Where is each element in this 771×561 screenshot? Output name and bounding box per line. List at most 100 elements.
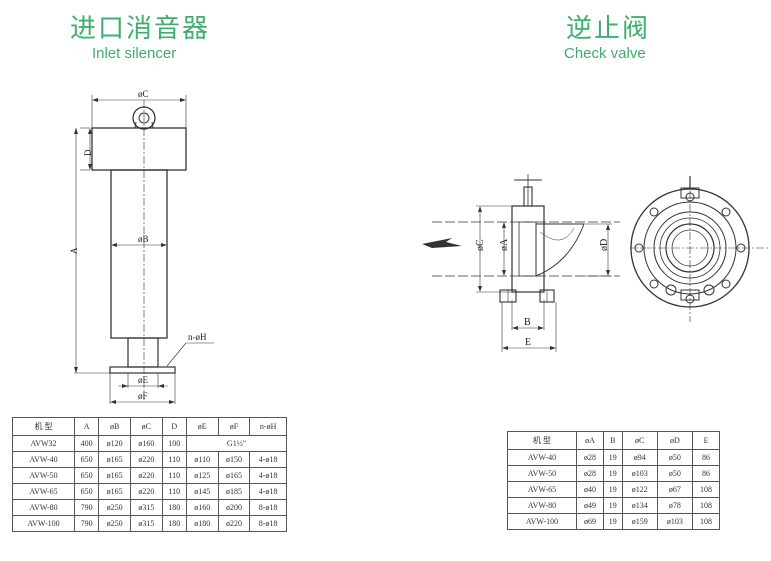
table-cell: ø134 [621, 497, 658, 514]
inlet-title-en: Inlet silencer [92, 45, 177, 62]
header-cell: n-øH [249, 417, 287, 436]
inlet-title-cn: 进口消音器 [70, 14, 211, 44]
table-header-row: 机 型 A øB øC D øE øF n-øH [11, 417, 287, 436]
table-cell: 4-ø18 [249, 451, 287, 468]
table-cell: ø160 [185, 499, 219, 516]
table-cell: ø165 [98, 451, 131, 468]
table-cell: 100 [161, 435, 187, 452]
table-cell: AVW-100 [11, 515, 76, 532]
table-cell: 790 [74, 515, 100, 532]
table-row: AVW32 400 ø120 ø160 100 G1½" [11, 435, 288, 452]
table-cell: ø103 [621, 465, 658, 482]
table-cell: ø145 [185, 483, 219, 500]
table-cell: 86 [692, 449, 720, 466]
table-cell: ø315 [129, 499, 163, 516]
check-dim-phiD: øD [599, 239, 610, 251]
table-cell: 650 [74, 451, 100, 468]
table-cell: ø49 [576, 497, 604, 514]
inlet-silencer-drawing [74, 95, 214, 404]
header-cell: 机 型 [507, 431, 577, 450]
check-dim-phiA: øA [499, 238, 510, 251]
table-cell: ø28 [576, 465, 604, 482]
inlet-dim-phiF: øF [138, 391, 148, 401]
table-cell: 8-ø18 [249, 515, 287, 532]
table-cell: ø220 [129, 451, 163, 468]
check-dim-E: E [525, 337, 531, 348]
table-cell: ø67 [656, 481, 694, 498]
table-cell: ø160 [129, 435, 163, 452]
table-cell: ø200 [217, 499, 251, 516]
table-cell: ø125 [185, 467, 219, 484]
check-dim-phiC: øC [475, 239, 486, 251]
table-cell: AVW-40 [507, 449, 577, 466]
table-cell: ø110 [185, 451, 219, 468]
table-cell: ø50 [656, 449, 694, 466]
table-cell: 4-ø18 [249, 467, 287, 484]
table-row: AVW-50 650 ø165 ø220 110 ø125 ø165 4-ø18 [11, 467, 287, 484]
header-cell: øE [185, 417, 219, 436]
header-cell: D [161, 417, 187, 436]
inlet-dim-phiE: øE [138, 375, 149, 385]
table-cell: 110 [161, 483, 187, 500]
table-cell: 790 [74, 499, 100, 516]
header-cell: øD [656, 431, 694, 450]
check-spec-table: 机 型 øA B øC øD E AVW-40 ø28 19 ø94 ø50 8… [507, 431, 720, 530]
table-row: AVW-50 ø28 19 ø103 ø50 86 [507, 465, 720, 482]
table-cell: 8-ø18 [249, 499, 287, 516]
table-cell: ø78 [656, 497, 694, 514]
table-cell: ø165 [98, 483, 131, 500]
table-row: AVW-65 ø40 19 ø122 ø67 108 [507, 481, 720, 498]
table-cell: ø220 [129, 467, 163, 484]
inlet-dim-A: A [69, 247, 79, 254]
inlet-spec-table: 机 型 A øB øC D øE øF n-øH AVW32 400 ø120 … [11, 417, 288, 532]
header-cell: E [692, 431, 720, 450]
table-cell: 108 [692, 481, 720, 498]
table-cell: 19 [602, 465, 623, 482]
check-title-en: Check valve [564, 45, 646, 62]
check-valve-front-drawing [630, 176, 770, 322]
table-cell: 4-ø18 [249, 483, 287, 500]
table-cell: ø159 [621, 513, 658, 530]
table-row: AVW-65 650 ø165 ø220 110 ø145 ø185 4-ø18 [11, 483, 287, 500]
table-cell: ø50 [656, 465, 694, 482]
table-cell: ø185 [217, 483, 251, 500]
check-title-cn: 逆止阀 [566, 14, 651, 44]
table-cell: AVW-80 [507, 497, 577, 514]
table-cell: 19 [602, 449, 623, 466]
table-cell: ø165 [98, 467, 131, 484]
table-cell: AVW-40 [11, 451, 76, 468]
table-cell: AVW-50 [507, 465, 577, 482]
inlet-dim-D: D [83, 149, 93, 156]
inlet-dim-phiC: øC [138, 89, 149, 99]
table-cell: ø69 [576, 513, 604, 530]
table-cell: ø250 [98, 515, 131, 532]
table-cell: ø120 [98, 435, 131, 452]
table-cell-merged: G1½" [185, 435, 288, 452]
table-cell: ø180 [185, 515, 219, 532]
header-cell: A [74, 417, 100, 436]
header-cell: øA [576, 431, 604, 450]
header-cell: B [602, 431, 623, 450]
header-cell: øF [217, 417, 251, 436]
table-cell: ø28 [576, 449, 604, 466]
table-cell: 650 [74, 467, 100, 484]
check-dim-B: B [524, 317, 531, 328]
table-cell: AVW-100 [507, 513, 577, 530]
table-cell: ø315 [129, 515, 163, 532]
table-header-row: 机 型 øA B øC øD E [507, 431, 720, 450]
table-cell: AVW-80 [11, 499, 76, 516]
table-cell: 110 [161, 451, 187, 468]
table-cell: 650 [74, 483, 100, 500]
table-cell: 400 [74, 435, 100, 452]
table-cell: 19 [602, 513, 623, 530]
table-cell: ø103 [656, 513, 694, 530]
table-cell: 19 [602, 497, 623, 514]
header-cell: øB [98, 417, 131, 436]
table-cell: ø220 [217, 515, 251, 532]
table-cell: 180 [161, 499, 187, 516]
table-cell: 110 [161, 467, 187, 484]
table-cell: AVW-65 [11, 483, 76, 500]
table-cell: AVW32 [11, 435, 76, 452]
table-cell: 86 [692, 465, 720, 482]
table-row: AVW-100 790 ø250 ø315 180 ø180 ø220 8-ø1… [11, 515, 287, 532]
